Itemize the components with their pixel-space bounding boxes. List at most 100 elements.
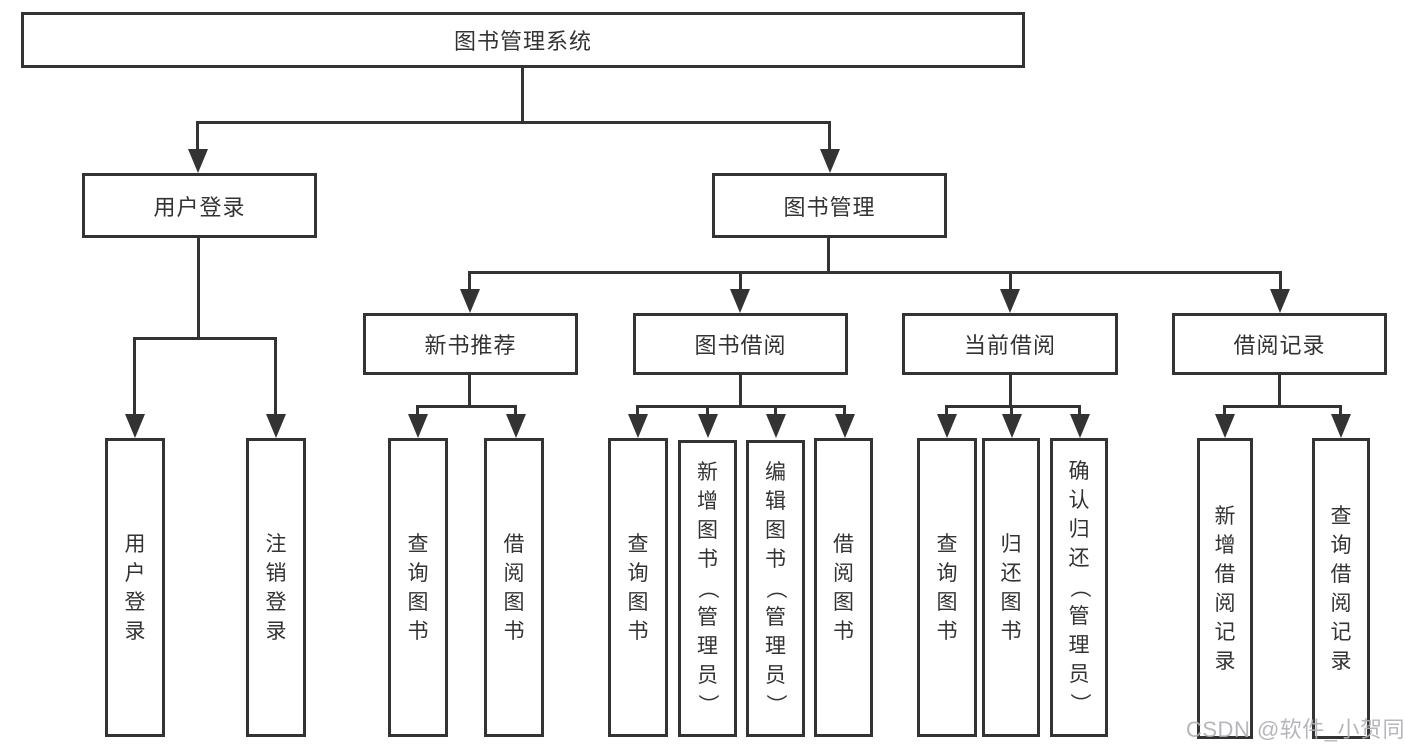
connector-line [469,271,1282,274]
connector-line [843,405,846,416]
leaf-query-books: 查询图书 [388,438,448,737]
connector-line [945,405,1081,408]
vertical-char: 认 [1068,489,1090,512]
connector-line [706,405,709,416]
arrowhead-icon [188,149,208,173]
vertical-char: 增 [697,490,718,513]
csdn-watermark: CSDN @软件_小贺同学 [1186,717,1405,742]
vertical-char: （ [764,578,787,599]
arrowhead-icon [1270,289,1290,313]
arrowhead-icon [1331,414,1351,438]
vertical-char: 书 [407,619,429,643]
vertical-char: 借 [503,532,525,556]
vertical-char: 书 [765,548,786,571]
vertical-char: 书 [627,619,649,643]
leaf-borrow-books: 借阅图书 [484,438,544,737]
connector-line [416,405,517,408]
arrowhead-icon [698,414,718,438]
vertical-char: 阅 [1330,591,1352,615]
vertical-char: 询 [936,561,958,585]
connector-line [514,405,517,416]
connector-line [1009,375,1012,408]
arrowhead-icon [730,289,750,313]
arrowhead-icon [835,414,855,438]
connector-line [133,337,136,415]
arrowhead-icon [408,414,428,438]
arrowhead-icon [766,414,786,438]
node-book-management: 图书管理 [712,173,947,238]
vertical-char: ） [696,694,719,715]
node-new-book-recommend: 新书推荐 [363,313,578,375]
vertical-char: 书 [833,619,854,643]
vertical-char: 阅 [503,561,525,585]
node-current-borrowing: 当前借阅 [902,313,1118,375]
vertical-char: 图 [407,590,429,614]
arrowhead-icon [628,414,648,438]
connector-line [739,375,742,408]
connector-line [197,238,200,337]
vertical-char: 还 [1068,547,1090,570]
connector-line [468,375,471,408]
leaf-confirm-return-admin: 确认归还（管理员） [1050,438,1108,737]
leaf-return-books: 归还图书 [982,438,1040,737]
vertical-char: 阅 [833,561,854,585]
arrowhead-icon [506,414,526,438]
vertical-char: 注 [265,532,287,556]
connector-line [945,405,948,416]
connector-line [1010,405,1013,416]
node-book-borrowing: 图书借阅 [633,313,848,375]
vertical-char: 员 [697,664,718,687]
arrowhead-icon [125,414,145,438]
node-borrowing-records: 借阅记录 [1172,313,1387,375]
vertical-char: 询 [627,561,649,585]
leaf-borrow-books: 借阅图书 [814,438,873,737]
connector-line [197,121,831,124]
vertical-char: 查 [407,532,429,556]
leaf-user-login: 用户登录 [105,438,165,737]
arrowhead-icon [820,149,840,173]
connector-line [1279,271,1282,291]
connector-line [827,238,830,274]
arrowhead-icon [1070,414,1090,438]
connector-line [774,405,777,416]
leaf-add-books-admin: 新增图书（管理员） [678,440,737,737]
connector-line [416,405,419,416]
vertical-char: 理 [697,635,718,658]
arrowhead-icon [1002,414,1022,438]
vertical-char: 查 [627,532,649,556]
vertical-char: 图 [1000,590,1022,614]
vertical-char: 书 [503,619,525,643]
connector-line [636,405,846,408]
vertical-char: 新 [697,461,718,484]
vertical-char: 理 [765,635,786,658]
vertical-char: 图 [627,590,649,614]
vertical-char: 辑 [765,490,786,513]
connector-line [133,337,277,340]
vertical-char: 借 [1330,562,1352,586]
vertical-char: 录 [265,619,287,643]
vertical-char: 管 [1068,605,1090,628]
arrowhead-icon [1000,289,1020,313]
vertical-char: 借 [1214,562,1236,586]
leaf-add-borrow-record: 新增借阅记录 [1197,438,1253,739]
vertical-char: 录 [124,619,146,643]
leaf-query-borrow-record: 查询借阅记录 [1312,438,1370,739]
vertical-char: 阅 [1214,591,1236,615]
vertical-char: 归 [1068,518,1090,541]
node-user-login: 用户登录 [82,173,317,238]
vertical-char: （ [1067,577,1091,598]
connector-line [274,337,277,415]
vertical-char: 员 [765,664,786,687]
vertical-char: 新 [1214,504,1236,528]
vertical-char: 图 [765,519,786,542]
vertical-char: 还 [1000,561,1022,585]
arrowhead-icon [1215,414,1235,438]
connector-line [828,121,831,151]
vertical-char: 图 [936,590,958,614]
vertical-char: 增 [1214,533,1236,557]
vertical-char: 书 [936,619,958,643]
vertical-char: 查 [936,532,958,556]
connector-line [1339,405,1342,416]
arrowhead-icon [937,414,957,438]
